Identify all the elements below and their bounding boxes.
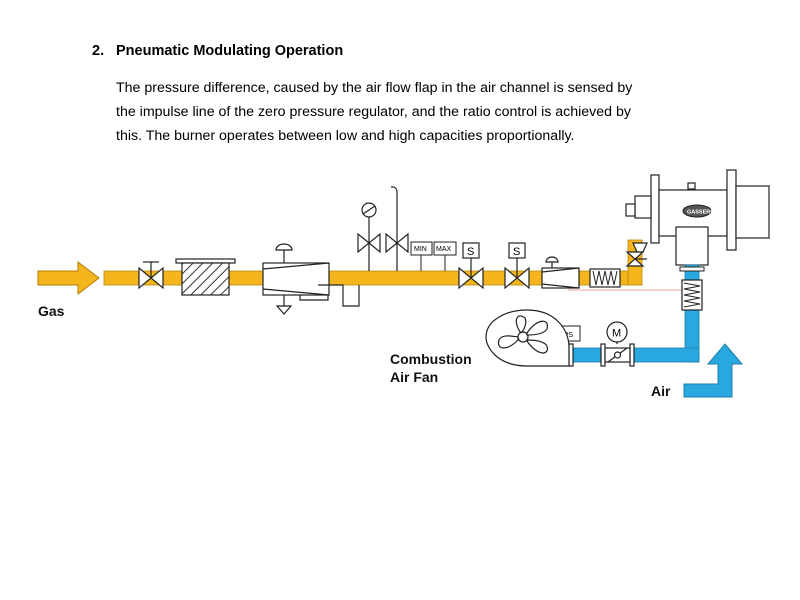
- brand-logo: GASSERO: [687, 210, 715, 216]
- gas-label: Gas: [38, 303, 65, 319]
- min-pressure-switch: [410, 241, 433, 271]
- section-heading: 2. Pneumatic Modulating Operation: [92, 43, 343, 59]
- vent-valve: [385, 186, 409, 271]
- description-paragraph: The pressure difference, caused by the a…: [116, 76, 676, 148]
- solenoid-valve-1: [458, 242, 484, 290]
- motor-label: M: [612, 328, 621, 340]
- min-label: MIN: [414, 246, 427, 253]
- burner-assembly: [625, 169, 770, 266]
- pressure-gauge-assembly: [357, 202, 381, 271]
- zero-pressure-regulator: [262, 243, 360, 315]
- burner-brand-badge: [682, 204, 712, 218]
- gas-filter: [175, 258, 236, 296]
- manual-valve: [138, 261, 164, 290]
- ratio-regulator: [541, 256, 580, 289]
- paragraph-line: this. The burner operates between low an…: [116, 128, 575, 144]
- air-label: Air: [651, 383, 671, 399]
- section-title: Pneumatic Modulating Operation: [116, 43, 344, 59]
- solenoid-1-label: S: [467, 246, 474, 258]
- paragraph-line: the impulse line of the zero pressure re…: [116, 104, 631, 120]
- air-flex-hose: [681, 279, 703, 311]
- solenoid-2-label: S: [513, 246, 520, 258]
- air-flow-flap: [600, 342, 635, 367]
- impulse-line: [567, 288, 689, 291]
- fan-label-line1: Combustion: [390, 351, 472, 367]
- motor-icon: [606, 321, 628, 343]
- air-duct-horizontal: [571, 347, 700, 363]
- gas-inlet-arrow: [37, 260, 100, 296]
- max-label: MAX: [436, 246, 452, 253]
- gas-flex-hose: [589, 268, 621, 288]
- combustion-fan: [485, 309, 570, 367]
- fan-label-line2: Air Fan: [390, 369, 438, 385]
- solenoid-valve-2: [504, 242, 530, 290]
- section-number: 2.: [92, 43, 105, 59]
- paragraph-line: The pressure difference, caused by the a…: [116, 80, 633, 96]
- max-pressure-switch: [433, 241, 457, 271]
- air-inlet-arrow: [683, 343, 744, 398]
